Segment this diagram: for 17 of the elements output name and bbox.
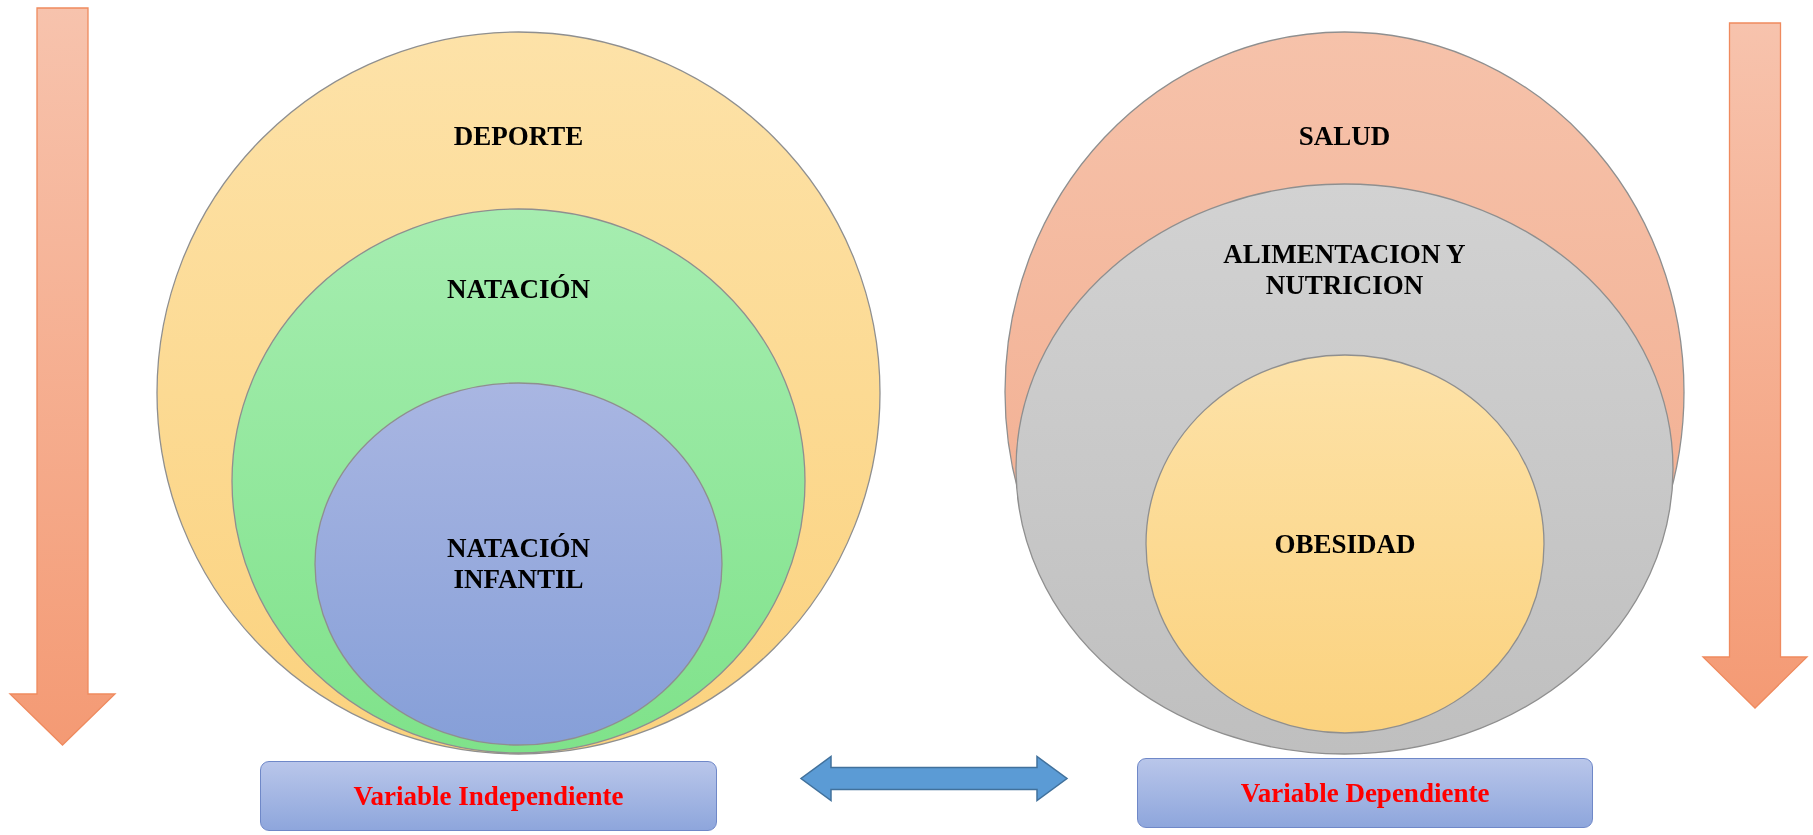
circle-label: NATACIÓN (446, 274, 591, 305)
circle-label: SALUD (1297, 121, 1392, 152)
variable-box (1137, 758, 1593, 828)
venn-circle (1145, 354, 1545, 734)
venn-circle (314, 382, 723, 746)
venn-circle (156, 31, 881, 755)
variable-box (260, 761, 717, 831)
circle-label: OBESIDAD (1273, 528, 1417, 560)
circle-label: ALIMENTACION Y NUTRICION (1222, 239, 1467, 301)
variable-label: Variable Independiente (353, 780, 624, 812)
variable-label: Variable Dependiente (1240, 777, 1490, 809)
venn-circle (231, 208, 806, 754)
double-arrow (799, 755, 1069, 802)
venn-circle (1004, 31, 1685, 753)
circle-label: DEPORTE (452, 121, 585, 152)
circle-label: NATACIÓN INFANTIL (446, 533, 591, 595)
venn-circle (1015, 183, 1674, 755)
